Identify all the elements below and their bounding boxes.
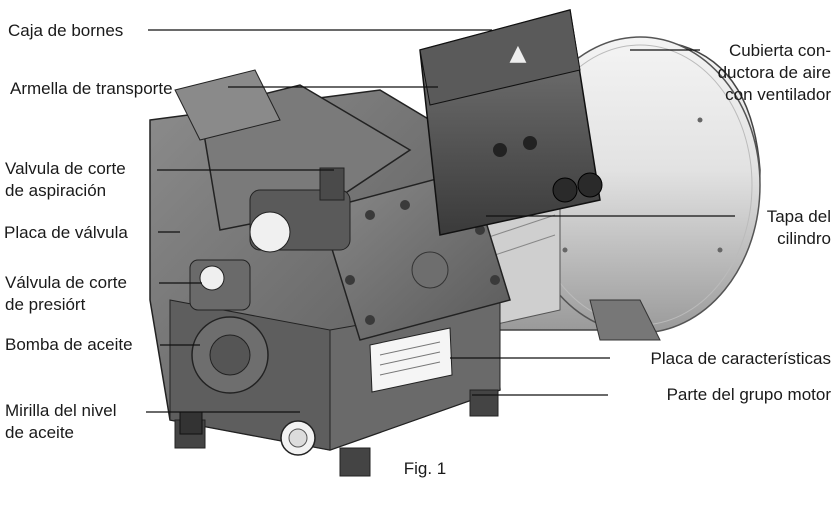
- label-valve-plate: Placa de válvula: [4, 223, 128, 242]
- label-sight-glass-1: Mirilla del nivel: [5, 401, 117, 420]
- nameplate: [369, 327, 453, 393]
- label-discharge-valve-1: Válvula de corte: [5, 273, 127, 292]
- oil-sight-glass: [280, 420, 316, 456]
- label-sight-glass-2: de aceite: [5, 423, 74, 442]
- label-eyebolt: Armella de transporte: [10, 79, 173, 98]
- label-cylinder-cover-2: cilindro: [777, 229, 831, 248]
- logo-mark: ▲: [510, 41, 527, 66]
- label-suction-valve-2: de aspiración: [5, 181, 107, 200]
- discharge-valve: [189, 259, 251, 311]
- label-nameplate: Placa de características: [650, 349, 831, 368]
- suction-valve: [249, 167, 351, 253]
- label-cylinder-cover-1: Tapa del: [766, 207, 831, 226]
- figure-caption: Fig. 1: [403, 459, 447, 478]
- label-motor-part: Parte del grupo motor: [666, 385, 831, 404]
- label-fan-cover-3: con ventilador: [725, 85, 831, 104]
- label-oil-pump: Bomba de aceite: [5, 335, 133, 354]
- label-discharge-valve-2: de presiórt: [5, 295, 86, 314]
- oil-pump: [191, 316, 269, 394]
- leader-lines: [146, 29, 735, 413]
- label-terminal-box: Caja de bornes: [8, 21, 124, 40]
- label-fan-cover-1: Cubierta con-: [728, 41, 831, 60]
- plug: [179, 411, 203, 435]
- label-suction-valve-1: Valvula de corte: [5, 159, 126, 178]
- label-fan-cover-2: ductora de aire: [717, 63, 831, 82]
- terminal-box: ▲: [419, 9, 603, 236]
